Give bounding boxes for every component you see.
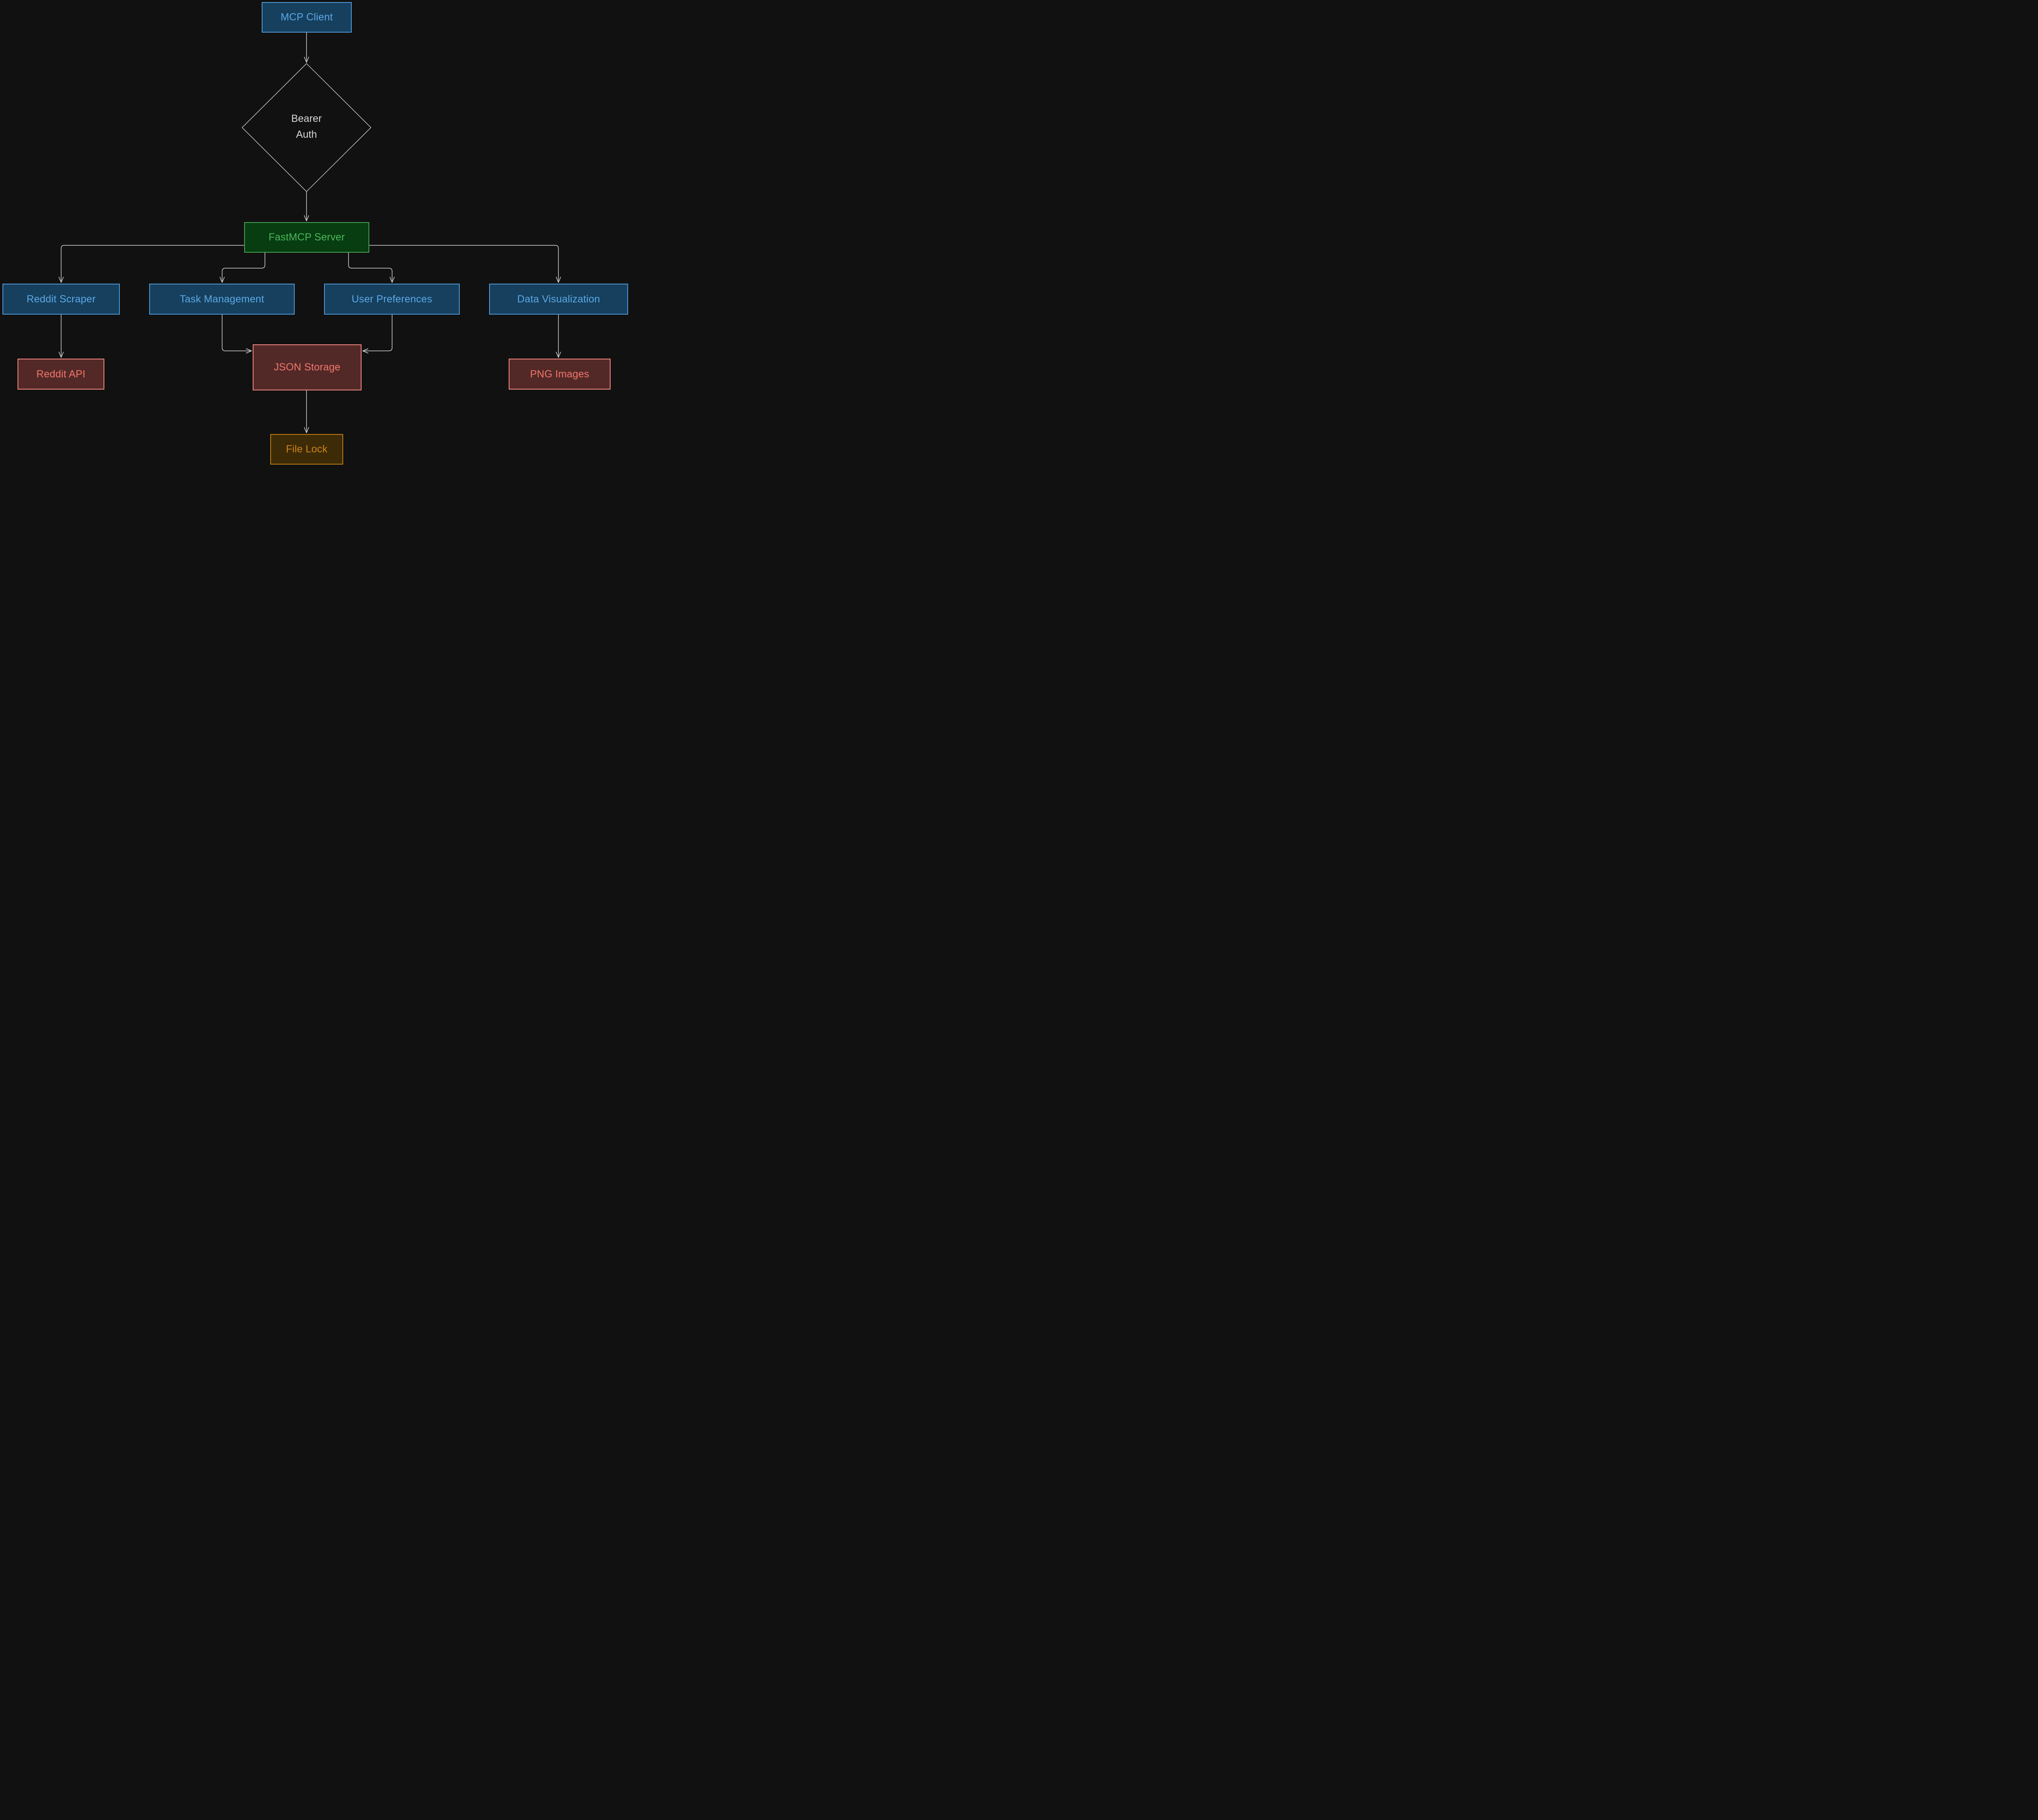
edge-fastmcp-server-to-data-visualization [369, 245, 561, 283]
node-bearer-auth-label: Bearer Auth [254, 111, 360, 143]
node-png-images: PNG Images [509, 359, 611, 390]
edge-json-storage-to-file-lock [304, 390, 309, 433]
edge-task-management-to-json-storage [222, 314, 252, 354]
node-png-images-label: PNG Images [530, 368, 589, 380]
node-reddit-scraper: Reddit Scraper [2, 284, 120, 315]
node-json-storage-label: JSON Storage [273, 361, 341, 373]
edge-data-visualization-to-png-images [556, 314, 561, 358]
node-file-lock-label: File Lock [286, 443, 328, 455]
node-reddit-api: Reddit API [18, 359, 104, 390]
edges-layer [58, 32, 561, 433]
node-json-storage: JSON Storage [253, 344, 362, 390]
bearer-auth-label-line2: Auth [296, 129, 317, 140]
node-fastmcp-server: FastMCP Server [244, 222, 369, 253]
node-reddit-scraper-label: Reddit Scraper [26, 293, 96, 305]
edge-fastmcp-server-to-task-management [219, 252, 265, 283]
bearer-auth-label-line1: Bearer [291, 113, 322, 124]
node-mcp-client: MCP Client [262, 2, 352, 33]
node-task-management-label: Task Management [179, 293, 265, 305]
edge-mcp-client-to-bearer-auth [304, 32, 309, 63]
edge-reddit-scraper-to-reddit-api [58, 314, 64, 358]
edge-bearer-auth-to-fastmcp-server [304, 191, 309, 221]
node-data-visualization: Data Visualization [489, 284, 628, 315]
node-data-visualization-label: Data Visualization [517, 293, 600, 305]
node-task-management: Task Management [149, 284, 295, 315]
node-mcp-client-label: MCP Client [280, 11, 333, 23]
node-user-preferences-label: User Preferences [351, 293, 432, 305]
node-reddit-api-label: Reddit API [36, 368, 86, 380]
edge-user-preferences-to-json-storage [362, 314, 393, 354]
node-file-lock: File Lock [270, 434, 343, 465]
node-user-preferences: User Preferences [324, 284, 460, 315]
edge-fastmcp-server-to-reddit-scraper [58, 245, 245, 283]
edge-fastmcp-server-to-user-preferences [348, 252, 395, 283]
node-fastmcp-server-label: FastMCP Server [268, 231, 345, 243]
flowchart-canvas: MCP Client Bearer Auth FastMCP Server Re… [0, 0, 631, 467]
